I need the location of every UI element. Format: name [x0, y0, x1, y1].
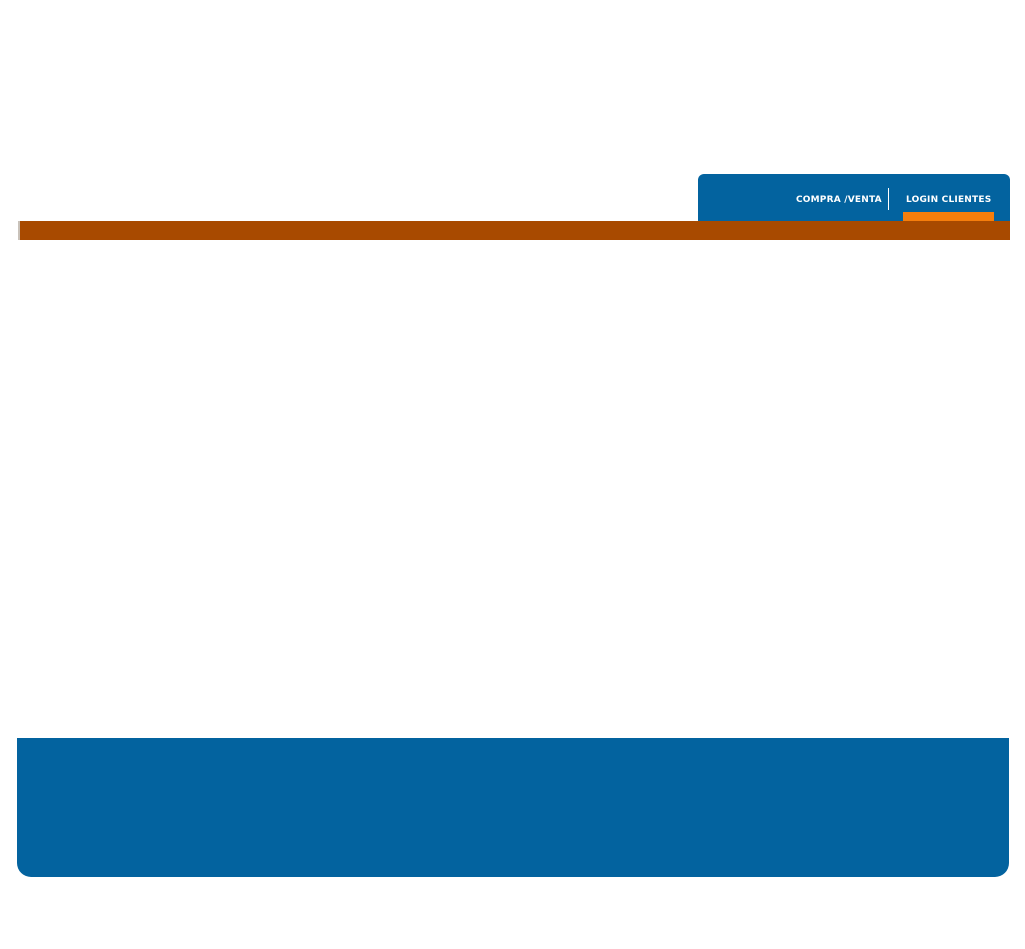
active-tab-indicator — [903, 212, 994, 221]
nav-divider — [888, 188, 889, 210]
header-accent-bar — [18, 221, 1010, 240]
nav-item-compra-venta[interactable]: COMPRA /VENTA — [796, 195, 882, 205]
top-nav: COMPRA /VENTA LOGIN CLIENTES — [698, 174, 1010, 221]
footer — [17, 738, 1009, 877]
nav-item-login-clientes[interactable]: LOGIN CLIENTES — [906, 195, 992, 205]
